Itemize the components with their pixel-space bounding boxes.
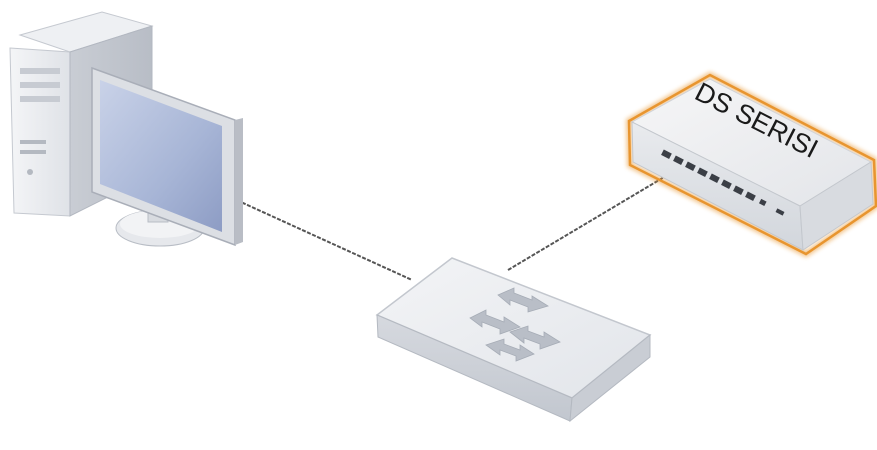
connection-computer-to-switch	[231, 197, 413, 281]
monitor	[91, 66, 243, 247]
switch-arrows-icon	[469, 287, 561, 362]
monitor-screen	[100, 80, 222, 232]
network-switch-icon	[375, 257, 652, 423]
desktop-computer-icon	[9, 11, 243, 247]
ds-switch-ports	[661, 149, 785, 216]
managed-switch-icon: DS SERISI	[625, 71, 877, 258]
connection-switch-to-ds-series	[507, 169, 677, 271]
